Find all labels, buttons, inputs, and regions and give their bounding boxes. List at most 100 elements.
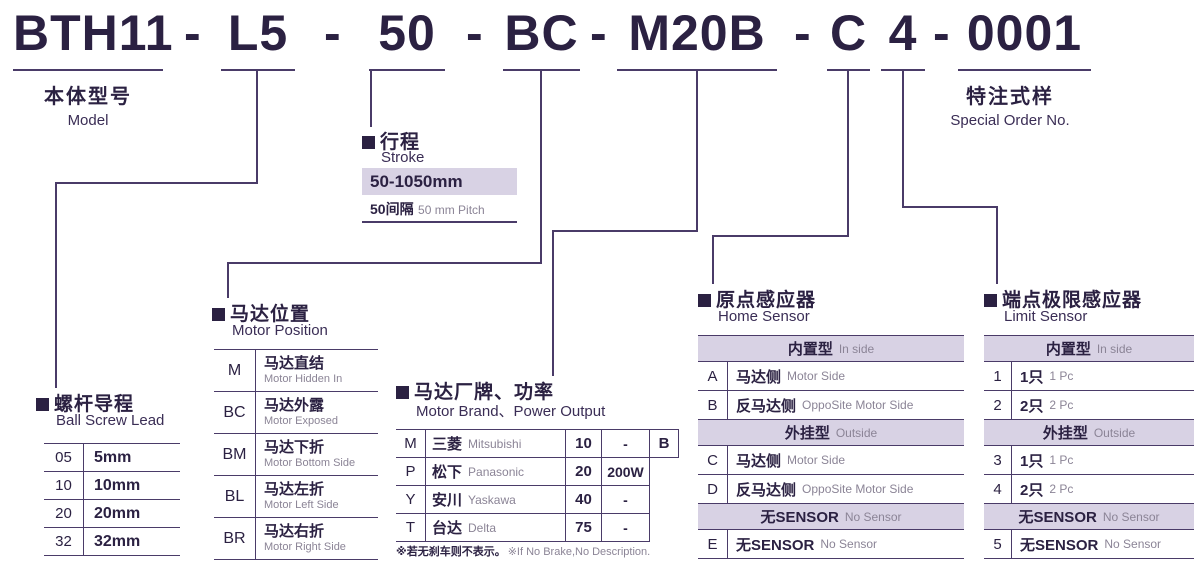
brand-name-en: Yaskawa — [468, 492, 516, 507]
power-code: 20 — [566, 458, 602, 485]
connector-line — [55, 182, 57, 388]
code-underline — [13, 69, 163, 71]
lead-code: 05 — [44, 444, 84, 471]
sensor-desc-zh: 马达侧 — [736, 452, 782, 470]
subheader-zh: 无SENSOR — [760, 509, 839, 526]
table-row: P 松下 Panasonic 20 200W — [396, 458, 650, 486]
subheader-inside: 内置型 In side — [984, 336, 1194, 362]
sensor-code: 3 — [984, 446, 1012, 474]
ball-screw-lead-title-zh: 螺杆导程 — [54, 394, 135, 415]
sensor-desc: 1只 1 Pc — [1012, 450, 1073, 471]
code-segment-home-sensor: C — [829, 5, 868, 61]
stroke-pitch-row: 50间隔 50 mm Pitch — [362, 196, 517, 223]
connector-line — [712, 235, 714, 284]
brand-name-zh: 三菱 — [432, 436, 463, 453]
table-row: D 反马达侧 OppoSite Motor Side — [698, 475, 964, 504]
lead-value: 20mm — [94, 504, 141, 522]
connector-line — [847, 71, 849, 237]
brand-code: P — [396, 458, 426, 485]
sensor-code: 4 — [984, 475, 1012, 503]
table-row: C 马达侧 Motor Side — [698, 446, 964, 475]
brand-name-zh: 松下 — [432, 464, 463, 481]
sensor-code: D — [698, 475, 728, 503]
position-desc-en: Motor Bottom Side — [264, 457, 356, 469]
subheader-outside: 外挂型 Outside — [698, 420, 964, 446]
subheader-en: Outside — [1093, 425, 1136, 440]
table-row: Y 安川 Yaskawa 40 - — [396, 486, 650, 514]
position-code: M — [214, 350, 256, 391]
sensor-desc-en: No Sensor — [1104, 537, 1162, 551]
subheader-en: In side — [838, 341, 875, 356]
subheader-en: No Sensor — [844, 509, 902, 524]
table-row: E 无SENSOR No Sensor — [698, 530, 964, 559]
brand-name-zh: 安川 — [432, 492, 463, 509]
dash-separator: - — [184, 5, 201, 61]
sensor-desc: 2只 2 Pc — [1012, 479, 1073, 500]
stroke-title-zh: 行程 — [380, 132, 421, 153]
model-label-zh: 本体型号 — [44, 86, 132, 108]
position-desc-zh: 马达右折 — [264, 523, 325, 540]
ball-screw-lead-table: 05 5mm 10 10mm 20 20mm 32 32mm — [44, 443, 180, 556]
subheader-no-sensor: 无SENSOR No Sensor — [984, 504, 1194, 530]
sensor-desc-zh: 无SENSOR — [736, 536, 815, 554]
position-code: BM — [214, 434, 256, 475]
home-sensor-title-zh: 原点感应器 — [716, 290, 817, 311]
motor-position-title: 马达位置 — [212, 299, 310, 326]
table-row: 5 无SENSOR No Sensor — [984, 530, 1194, 559]
position-desc-zh: 马达左折 — [264, 481, 325, 498]
connector-line — [996, 206, 998, 284]
sensor-desc-en: No Sensor — [820, 537, 878, 551]
position-desc: 马达下折 Motor Bottom Side — [256, 439, 355, 470]
stroke-range-value: 50-1050mm — [362, 168, 517, 195]
table-row: M 马达直结 Motor Hidden In — [214, 350, 378, 392]
motor-brand-title: 马达厂牌、功率 — [396, 377, 554, 404]
limit-sensor-title-zh: 端点极限感应器 — [1002, 290, 1143, 311]
table-row: B 反马达侧 OppoSite Motor Side — [698, 391, 964, 420]
position-desc-en: Motor Exposed — [264, 415, 338, 427]
special-order-label-zh: 特注式样 — [966, 86, 1054, 108]
sensor-desc-en: Motor Side — [787, 453, 846, 467]
brand-name-en: Panasonic — [468, 464, 525, 479]
connector-line — [55, 182, 258, 184]
position-code: BR — [214, 518, 256, 559]
motor-position-title-zh: 马达位置 — [230, 304, 311, 325]
sensor-desc-zh: 2只 — [1020, 397, 1044, 415]
section-marker-icon — [396, 386, 409, 399]
table-row: M 三菱 Mitsubishi 10 - — [396, 430, 650, 458]
stroke-pitch-en: 50 mm Pitch — [418, 203, 485, 217]
brand-name: 台达 Delta — [426, 514, 566, 541]
subheader-zh: 外挂型 — [1042, 425, 1088, 442]
position-desc: 马达右折 Motor Right Side — [256, 523, 346, 554]
motor-brand-title-zh: 马达厂牌、功率 — [414, 382, 555, 403]
table-row: T 台达 Delta 75 - — [396, 514, 650, 542]
motor-position-title-en: Motor Position — [232, 322, 328, 339]
dash-separator: - — [324, 5, 341, 61]
sensor-desc-zh: 2只 — [1020, 481, 1044, 499]
code-underline — [369, 69, 445, 71]
subheader-inside: 内置型 In side — [698, 336, 964, 362]
position-desc-zh: 马达下折 — [264, 439, 325, 456]
lead-code: 20 — [44, 500, 84, 527]
position-desc: 马达左折 Motor Left Side — [256, 481, 339, 512]
code-segment-model: BTH11 — [13, 5, 174, 61]
table-row: 05 5mm — [44, 444, 180, 472]
code-underline — [958, 69, 1091, 71]
brake-note-zh: ※若无刹车则不表示。 — [396, 546, 506, 558]
limit-sensor-title: 端点极限感应器 — [984, 285, 1142, 312]
ball-screw-lead-title: 螺杆导程 — [36, 389, 134, 416]
table-row: BL 马达左折 Motor Left Side — [214, 476, 378, 518]
subheader-zh: 内置型 — [787, 341, 833, 358]
position-desc-zh: 马达直结 — [264, 355, 325, 372]
brake-note: ※若无刹车则不表示。※If No Brake,No Description. — [396, 543, 650, 559]
lead-value: 5mm — [94, 448, 132, 466]
code-segment-motor-brand: M20B — [628, 5, 766, 61]
sensor-desc-zh: 1只 — [1020, 452, 1044, 470]
position-desc-en: Motor Left Side — [264, 499, 339, 511]
stroke-pitch-zh: 50间隔 — [370, 201, 414, 217]
section-marker-icon — [698, 294, 711, 307]
sensor-desc-zh: 马达侧 — [736, 368, 782, 386]
code-underline — [221, 69, 295, 71]
dash-separator: - — [590, 5, 607, 61]
sensor-desc: 1只 1 Pc — [1012, 366, 1073, 387]
